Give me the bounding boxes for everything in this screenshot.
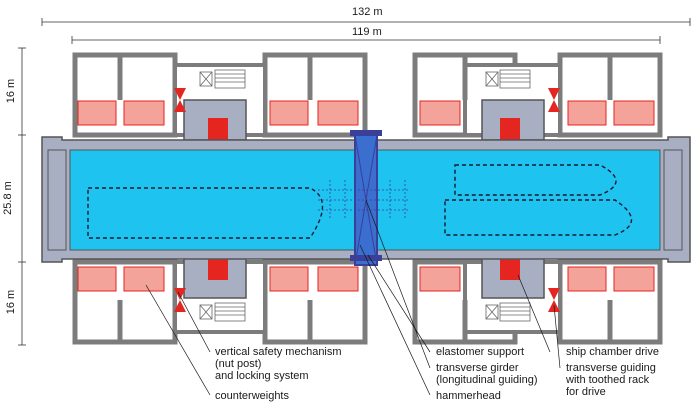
overall-width-dimension: 132 m: [352, 6, 383, 18]
ship-outlines: [87, 164, 633, 239]
lower-tower-depth-dimension: 16 m: [5, 289, 17, 315]
lower-inner-walls: [117, 300, 613, 342]
label-elastomer-support: elastomer support: [436, 346, 525, 358]
chamber-width-dimension: 25.8 m: [2, 181, 14, 215]
label-transverse-guiding-line3: for drive: [566, 386, 606, 398]
drive-housings-lower: [183, 257, 545, 299]
leader-lines: [145, 199, 561, 396]
inner-width-dimension: 119 m: [352, 26, 382, 38]
label-transverse-girder: transverse girder (longitudinal guiding): [436, 362, 538, 386]
label-safety-mechanism-line1: vertical safety mechanism: [215, 346, 342, 358]
label-safety-mechanism: vertical safety mechanism (nut post) and…: [215, 346, 342, 382]
safety-nut-posts: [174, 88, 560, 312]
label-safety-mechanism-line3: and locking system: [215, 370, 309, 382]
label-hammerhead: hammerhead: [436, 390, 501, 402]
upper-inner-walls: [117, 55, 613, 100]
label-ship-chamber-drive: ship chamber drive: [566, 346, 659, 358]
drive-housings-upper: [183, 99, 545, 141]
label-transverse-girder-line2: (longitudinal guiding): [436, 374, 538, 386]
longitudinal-guiding-grid: [318, 180, 410, 220]
label-transverse-guiding-line1: transverse guiding: [566, 362, 656, 374]
label-transverse-girder-line1: transverse girder: [436, 362, 519, 374]
counterweights-lower: [77, 266, 655, 292]
upper-tower-depth-dimension: 16 m: [5, 78, 17, 104]
lower-stairs: [199, 302, 531, 322]
label-safety-mechanism-line2: (nut post): [215, 358, 262, 370]
dimension-lines: [18, 18, 691, 346]
upper-stairs: [199, 69, 531, 89]
transverse-girder: [350, 130, 382, 266]
label-transverse-guiding-line2: with toothed rack: [566, 374, 650, 386]
label-transverse-guiding: transverse guiding with toothed rack for…: [566, 362, 656, 398]
label-counterweights: counterweights: [215, 390, 289, 402]
counterweights-upper: [77, 100, 655, 126]
